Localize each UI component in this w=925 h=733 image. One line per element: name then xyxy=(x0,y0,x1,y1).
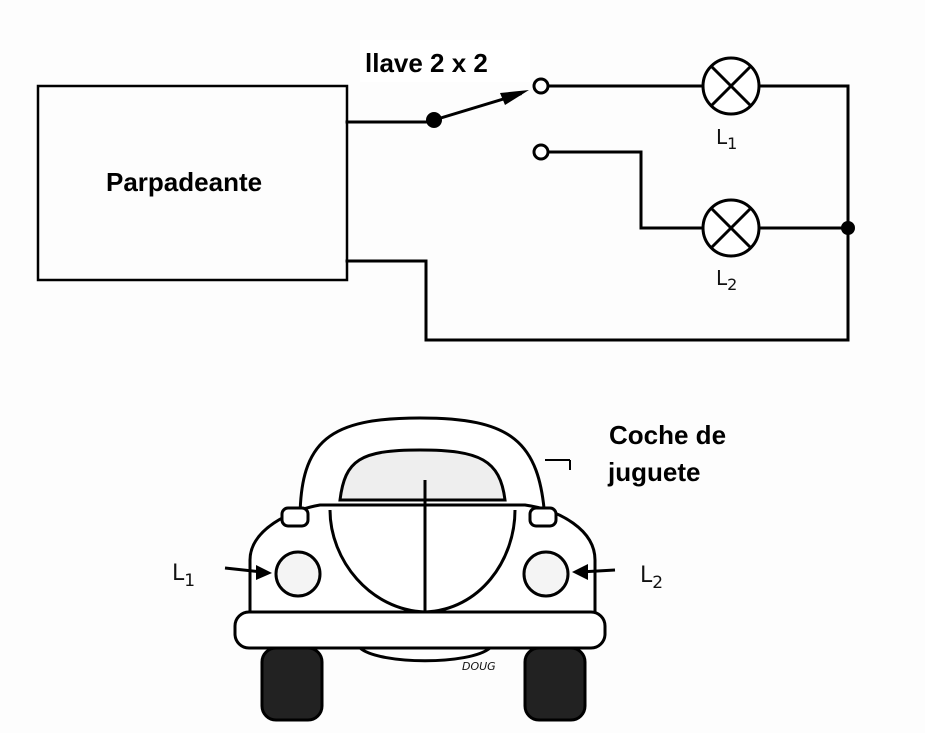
left-headlight xyxy=(274,550,322,598)
switch-label: llave 2 x 2 xyxy=(365,48,488,78)
junction-dot xyxy=(841,221,855,235)
lamp-l1 xyxy=(701,56,761,116)
flasher-box xyxy=(36,84,349,282)
car-title-line2: juguete xyxy=(607,457,700,487)
wire-l2 xyxy=(546,150,705,230)
right-arrowhead xyxy=(572,564,588,580)
right-headlight xyxy=(522,550,570,598)
car-title-line1: Coche de xyxy=(609,420,726,450)
switch-pivot xyxy=(426,112,442,128)
toy-car-illustration xyxy=(233,416,607,722)
flasher-label: Parpadeante xyxy=(106,167,262,197)
artist-signature: DOUG xyxy=(462,660,496,673)
lamp1-label: L1 xyxy=(716,125,737,153)
switch-arrowhead xyxy=(500,90,529,105)
switch-terminal-1 xyxy=(532,77,550,95)
left-arrowhead xyxy=(256,565,272,580)
lamp-l2 xyxy=(701,198,761,258)
lamp2-label: L2 xyxy=(716,266,737,294)
wire-l1-return xyxy=(345,84,850,342)
car-right-lamp-label: L2 xyxy=(640,563,663,593)
left-arrow-line xyxy=(224,566,263,574)
car-left-lamp-label: L1 xyxy=(172,561,195,591)
switch-terminal-2 xyxy=(532,143,550,161)
